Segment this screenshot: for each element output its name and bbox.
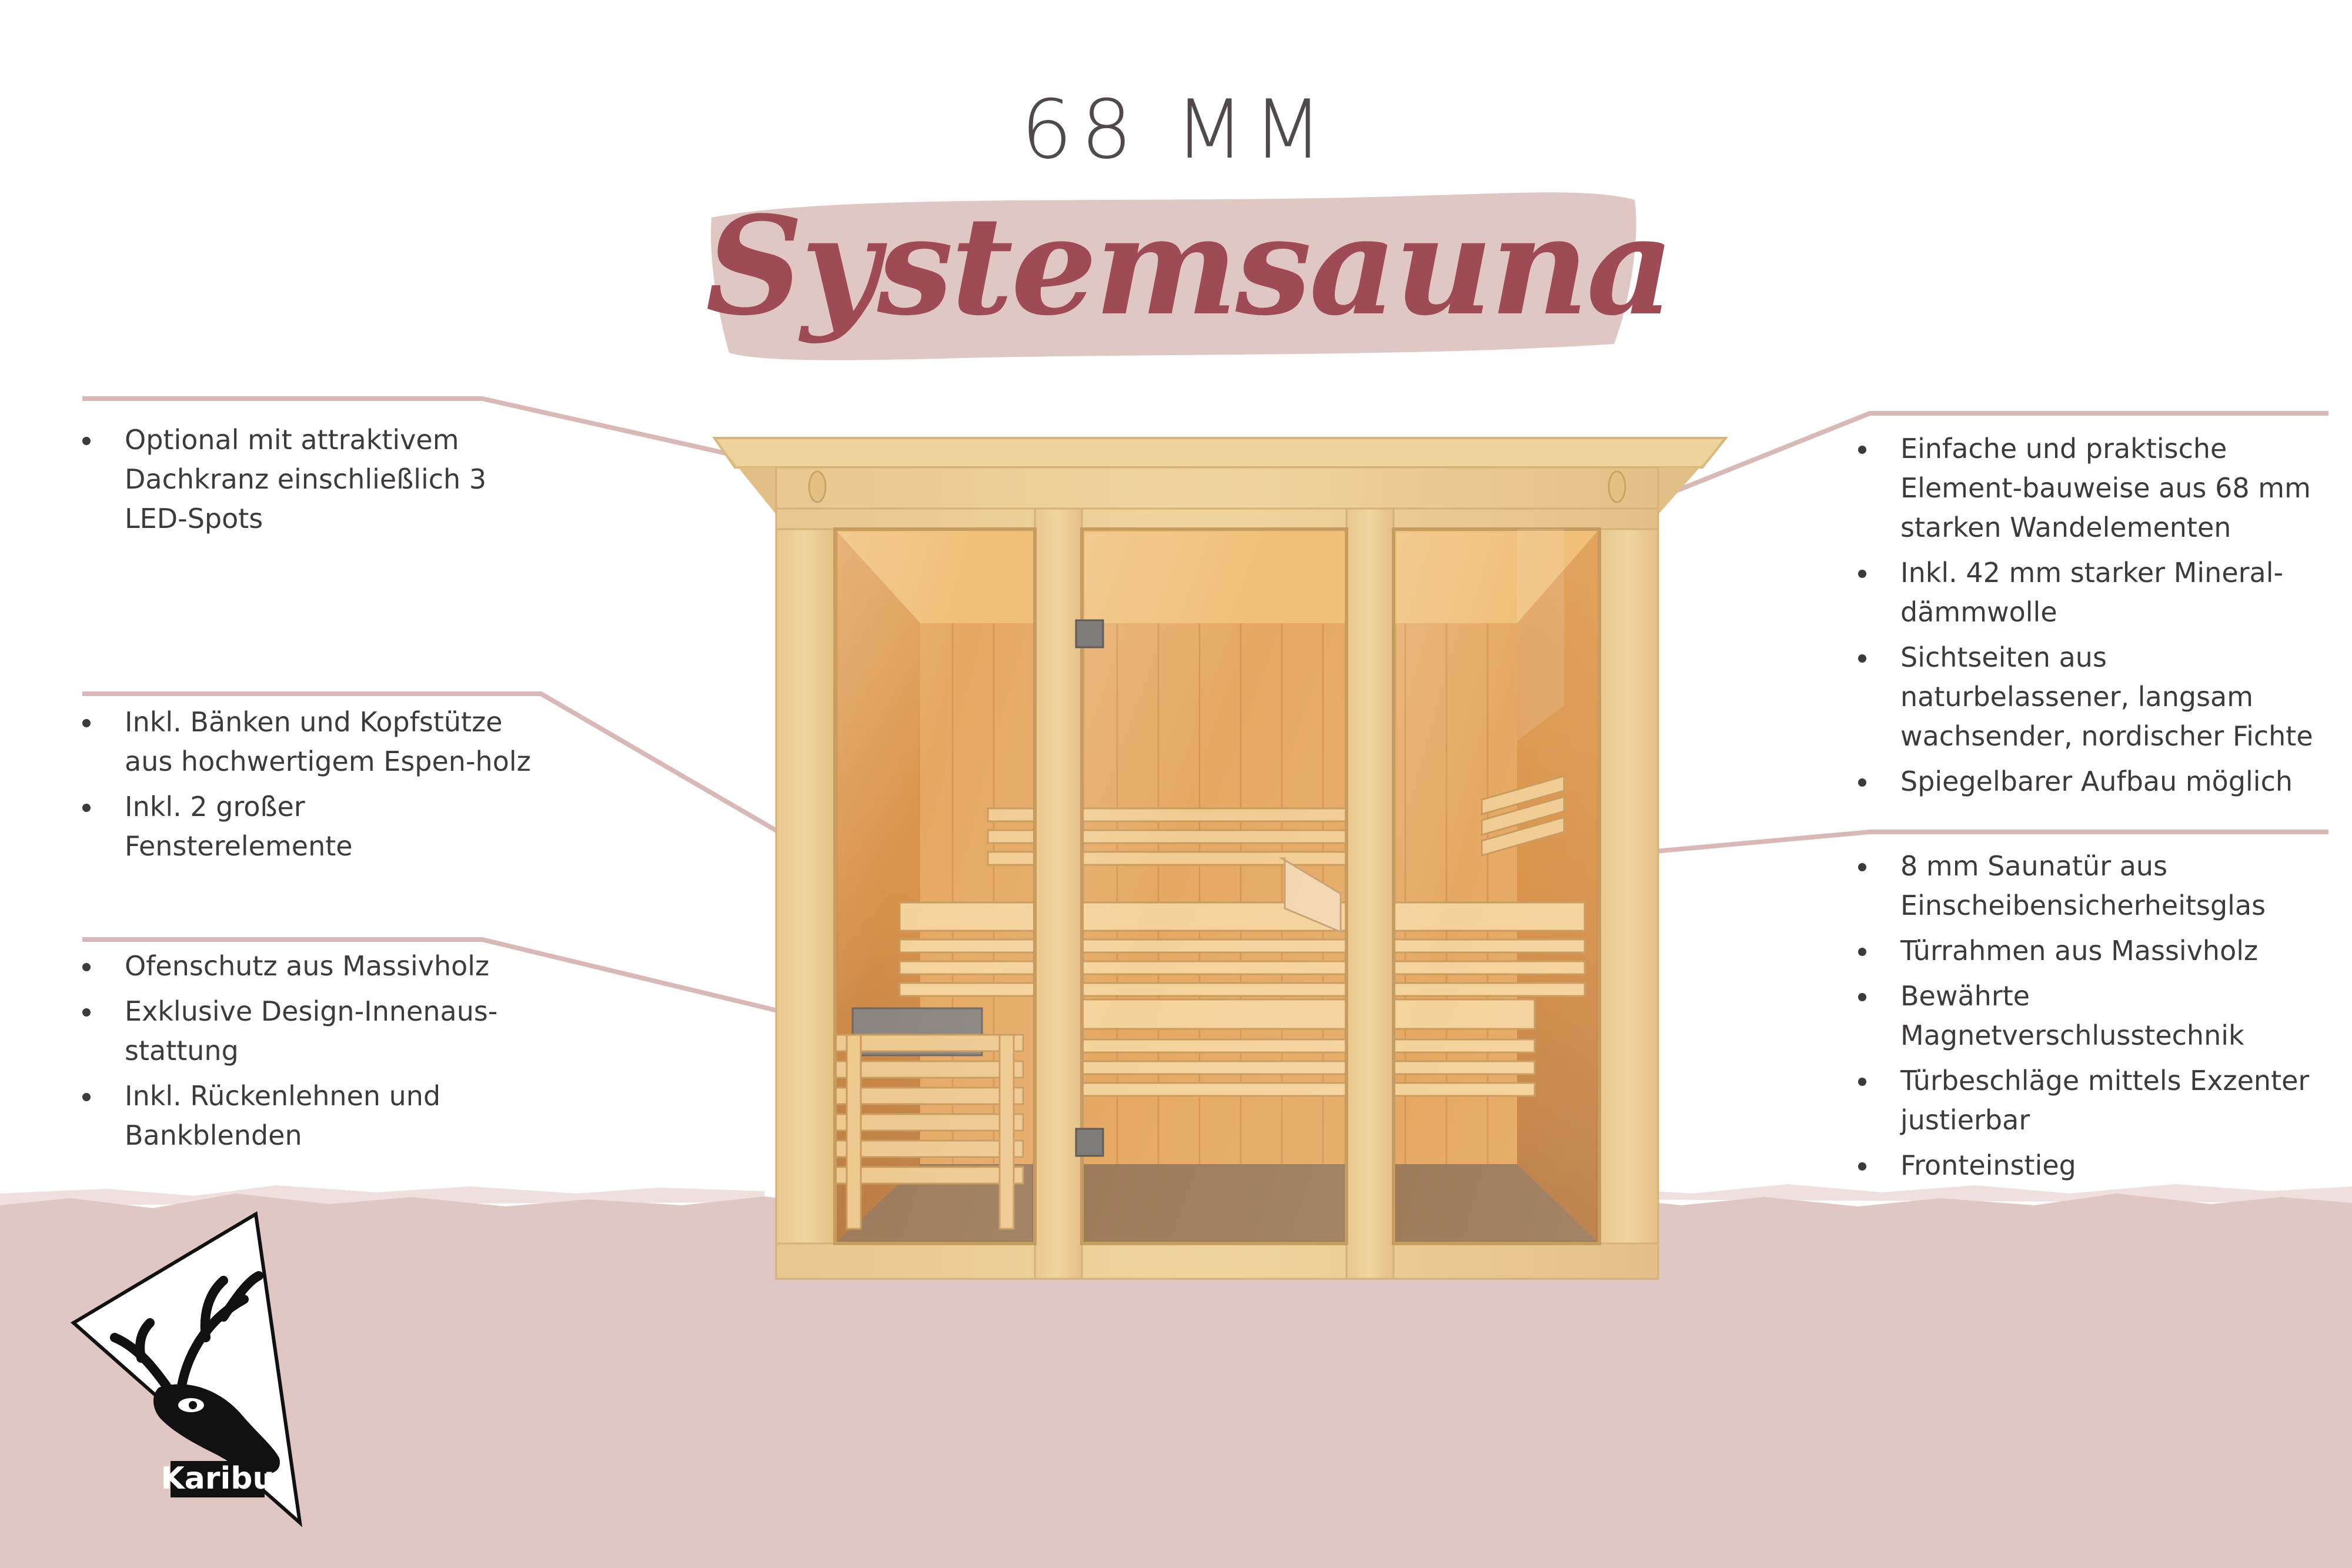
page-subtitle: 68 MM bbox=[1021, 82, 1331, 177]
feature-item: Optional mit attraktivem Dachkranz einsc… bbox=[82, 420, 529, 539]
brush-stroke-banner bbox=[711, 192, 1636, 360]
feature-list-left-bottom: Ofenschutz aus Massivholz Exklusive Desi… bbox=[82, 947, 529, 1161]
feature-item: Ofenschutz aus Massivholz bbox=[82, 947, 529, 986]
feature-item: Inkl. Bänken und Kopfstütze aus hochwert… bbox=[82, 703, 541, 781]
page-title: Systemsauna bbox=[706, 187, 1674, 346]
feature-item: Türbeschläge mittels Exzenter justierbar bbox=[1858, 1061, 2340, 1140]
feature-list-right-top: Einfache und praktische Element-bauweise… bbox=[1858, 429, 2323, 807]
feature-item: Sichtseiten aus naturbelassener, langsam… bbox=[1858, 638, 2323, 756]
feature-item: Einfache und praktische Element-bauweise… bbox=[1858, 429, 2323, 547]
feature-item: Spiegelbarer Aufbau möglich bbox=[1858, 762, 2323, 801]
feature-item: Inkl. 2 großer Fensterelemente bbox=[82, 787, 541, 866]
feature-item: Fronteinstieg bbox=[1858, 1146, 2340, 1185]
feature-item: Türrahmen aus Massivholz bbox=[1858, 931, 2340, 971]
feature-list-left-top: Optional mit attraktivem Dachkranz einsc… bbox=[82, 420, 529, 544]
feature-list-left-middle: Inkl. Bänken und Kopfstütze aus hochwert… bbox=[82, 703, 541, 872]
feature-item: Inkl. 42 mm starker Mineral-dämmwolle bbox=[1858, 553, 2323, 632]
feature-item: Bewährte Magnetverschlusstechnik bbox=[1858, 977, 2340, 1055]
brand-logo: Karibu bbox=[70, 1211, 303, 1527]
feature-item: Exklusive Design-Innenaus-stattung bbox=[82, 992, 529, 1071]
feature-item: 8 mm Saunatür aus Einscheibensicherheits… bbox=[1858, 847, 2340, 925]
brand-name: Karibu bbox=[161, 1461, 274, 1496]
feature-item: Inkl. Rückenlehnen und Bankblenden bbox=[82, 1076, 529, 1155]
feature-list-right-bottom: 8 mm Saunatür aus Einscheibensicherheits… bbox=[1858, 847, 2340, 1191]
